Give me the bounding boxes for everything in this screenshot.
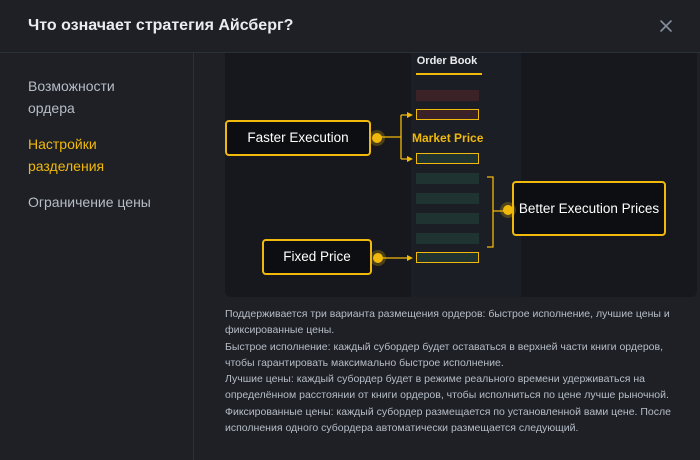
dialog-header: Что означает стратегия Айсберг? <box>0 0 700 52</box>
sidebar-item-split-settings[interactable]: Настройки разделения <box>28 136 105 174</box>
ask-bar <box>416 90 479 101</box>
connector-lines <box>377 112 508 261</box>
close-icon <box>660 20 672 32</box>
order-book-underline <box>416 73 482 75</box>
bid-bar-highlighted <box>416 252 479 263</box>
description-paragraph: Лучшие цены: каждый субордер будет в реж… <box>225 373 669 402</box>
strategy-diagram: Order Book Market Price Faster Execution… <box>225 53 697 297</box>
bid-bar <box>416 213 479 224</box>
sidebar-item-order-features[interactable]: Возможности ордера <box>28 78 115 116</box>
strategy-description: Поддерживается три варианта размещения о… <box>225 306 675 436</box>
bid-bar <box>416 173 479 184</box>
fixed-price-dot <box>373 253 383 263</box>
bid-bar <box>416 193 479 204</box>
header-divider <box>0 52 700 53</box>
fixed-price-box: Fixed Price <box>262 239 372 275</box>
order-book-title: Order Book <box>416 55 478 67</box>
close-button[interactable] <box>654 14 678 38</box>
bid-bar <box>416 233 479 244</box>
content-panel: Order Book Market Price Faster Execution… <box>195 53 700 460</box>
description-paragraph: Поддерживается три варианта размещения о… <box>225 308 670 337</box>
faster-execution-box: Faster Execution <box>225 120 371 156</box>
description-paragraph: Фиксированные цены: каждый субордер разм… <box>225 405 671 435</box>
dialog-title: Что означает стратегия Айсберг? <box>28 17 294 34</box>
market-price-label: Market Price <box>412 131 484 145</box>
bid-bar-highlighted <box>416 153 479 164</box>
description-paragraph: Быстрое исполнение: каждый субордер буде… <box>225 340 664 369</box>
better-execution-dot <box>503 205 513 215</box>
ask-bar-highlighted <box>416 109 479 120</box>
faster-execution-dot <box>372 133 382 143</box>
better-execution-box: Better Execution Prices <box>512 181 666 236</box>
sidebar-item-price-limit[interactable]: Ограничение цены <box>28 194 151 210</box>
sidebar: Возможности ордера Настройки разделения … <box>0 53 194 460</box>
